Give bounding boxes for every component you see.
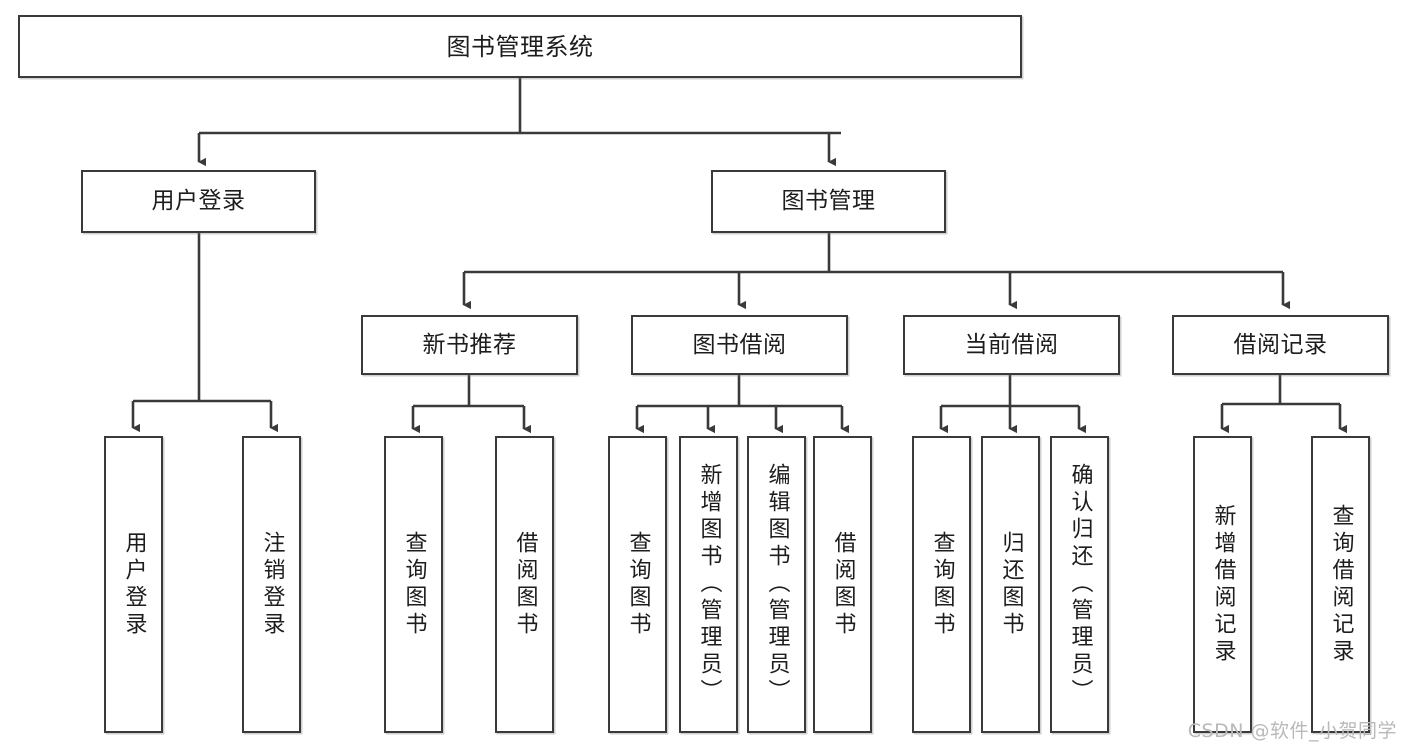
leaf-bb-edit-book-admin-label: 编辑图书（管理员） (764, 463, 790, 706)
leaf-br-query-record[interactable]: 查询借阅记录 (1311, 436, 1370, 733)
node-root-book-management-system[interactable]: 图书管理系统 (18, 15, 1022, 78)
leaf-bb-edit-book-admin[interactable]: 编辑图书（管理员） (747, 436, 806, 733)
leaf-nb-borrow-book[interactable]: 借阅图书 (495, 436, 554, 733)
leaf-logout[interactable]: 注销登录 (242, 436, 301, 733)
leaf-nb-query-book[interactable]: 查询图书 (384, 436, 443, 733)
leaf-cb-return-book[interactable]: 归还图书 (981, 436, 1040, 733)
leaf-user-login[interactable]: 用户登录 (104, 436, 163, 733)
leaf-bb-add-book-admin-label: 新增图书（管理员） (696, 463, 722, 706)
node-book-management[interactable]: 图书管理 (711, 170, 946, 233)
node-user-login-label: 用户登录 (151, 188, 246, 215)
csdn-watermark: CSDN @软件_小贺同学 (1187, 720, 1397, 742)
leaf-cb-confirm-return-admin[interactable]: 确认归还（管理员） (1050, 436, 1109, 733)
leaf-user-login-label: 用户登录 (121, 530, 147, 639)
leaf-cb-query-book[interactable]: 查询图书 (912, 436, 971, 733)
leaf-br-add-record-label: 新增借阅记录 (1210, 503, 1236, 666)
node-root-label: 图书管理系统 (446, 32, 594, 61)
leaf-bb-borrow-book-label: 借阅图书 (830, 530, 856, 639)
leaf-cb-query-book-label: 查询图书 (929, 530, 955, 639)
leaf-br-add-record[interactable]: 新增借阅记录 (1193, 436, 1252, 733)
leaf-bb-add-book-admin[interactable]: 新增图书（管理员） (679, 436, 738, 733)
leaf-cb-return-book-label: 归还图书 (998, 530, 1024, 639)
node-new-book-recommend-label: 新书推荐 (422, 331, 517, 358)
leaf-bb-query-book[interactable]: 查询图书 (608, 436, 667, 733)
node-book-borrow[interactable]: 图书借阅 (631, 315, 848, 375)
leaf-logout-label: 注销登录 (259, 530, 285, 639)
leaf-nb-query-book-label: 查询图书 (401, 530, 427, 639)
leaf-cb-confirm-return-admin-label: 确认归还（管理员） (1067, 463, 1093, 706)
node-book-management-label: 图书管理 (781, 188, 876, 215)
node-borrow-records-label: 借阅记录 (1233, 331, 1328, 358)
leaf-br-query-record-label: 查询借阅记录 (1328, 503, 1354, 666)
leaf-bb-query-book-label: 查询图书 (625, 530, 651, 639)
node-user-login[interactable]: 用户登录 (81, 170, 316, 233)
leaf-bb-borrow-book[interactable]: 借阅图书 (813, 436, 872, 733)
node-current-borrow-label: 当前借阅 (964, 331, 1059, 358)
node-borrow-records[interactable]: 借阅记录 (1172, 315, 1389, 375)
leaf-nb-borrow-book-label: 借阅图书 (512, 530, 538, 639)
node-new-book-recommend[interactable]: 新书推荐 (361, 315, 578, 375)
node-current-borrow[interactable]: 当前借阅 (903, 315, 1120, 375)
node-book-borrow-label: 图书借阅 (692, 331, 787, 358)
